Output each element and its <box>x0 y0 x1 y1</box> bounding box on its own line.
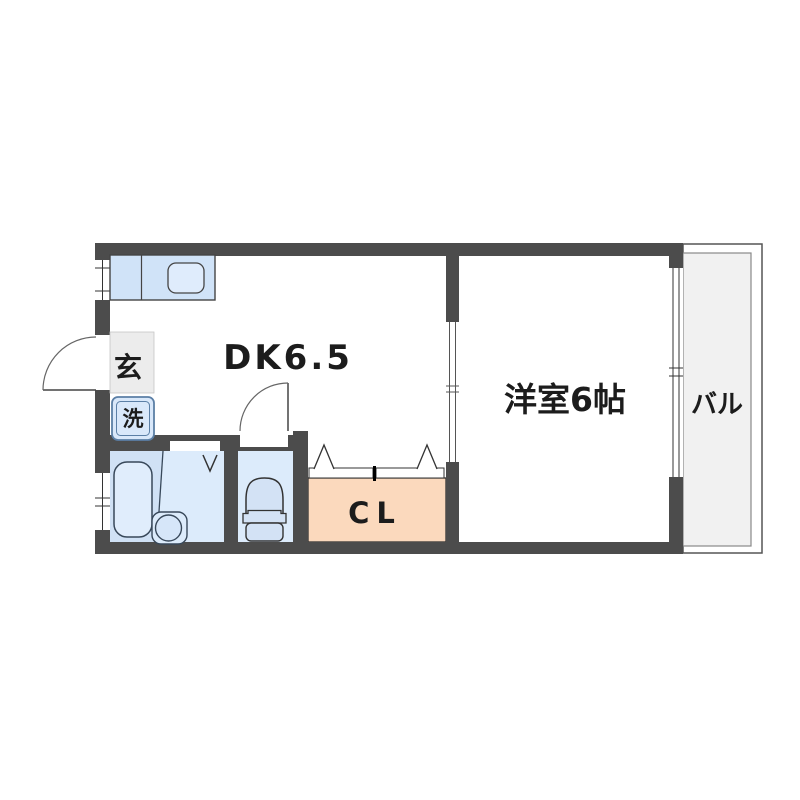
toilet <box>242 477 287 542</box>
bathroom-window <box>95 473 110 530</box>
bath-toilet-wall <box>224 435 238 554</box>
toilet-closet-wall <box>293 431 308 554</box>
wash-stool <box>151 511 188 545</box>
bathroom-door-opening <box>170 441 220 451</box>
western-room-label: 洋室6帖 <box>504 380 626 419</box>
entrance-door-swing <box>42 336 97 391</box>
entrance-label: 玄 <box>114 351 142 384</box>
entrance-mat <box>109 331 155 394</box>
folding-door-mark-left <box>313 443 335 470</box>
kitchen-counter <box>109 254 216 301</box>
dk-label: DK6.5 <box>223 338 353 378</box>
entrance-door-opening <box>95 335 110 390</box>
toilet-bowl <box>245 477 284 518</box>
dk-western-room-sliding-door <box>446 322 459 462</box>
top-wall <box>95 243 683 256</box>
folding-door-mark-right <box>416 443 438 470</box>
bottom-wall <box>95 542 683 554</box>
balcony-sliding-window <box>669 268 683 477</box>
bathtub <box>113 461 153 538</box>
toilet-door-swing <box>239 382 289 432</box>
bathroom-folding-door-mark <box>202 454 218 473</box>
balcony-label: バル <box>691 390 743 420</box>
kitchen-window <box>95 260 110 300</box>
washing-machine <box>111 396 155 441</box>
closet-folding-door <box>308 443 445 481</box>
kitchen-sink <box>167 262 205 294</box>
toilet-seat <box>242 509 287 524</box>
toilet-tank <box>245 522 284 542</box>
toilet-door-opening <box>240 433 288 447</box>
laundry-label: 洗 <box>123 407 144 431</box>
closet-label: CL <box>348 496 402 530</box>
